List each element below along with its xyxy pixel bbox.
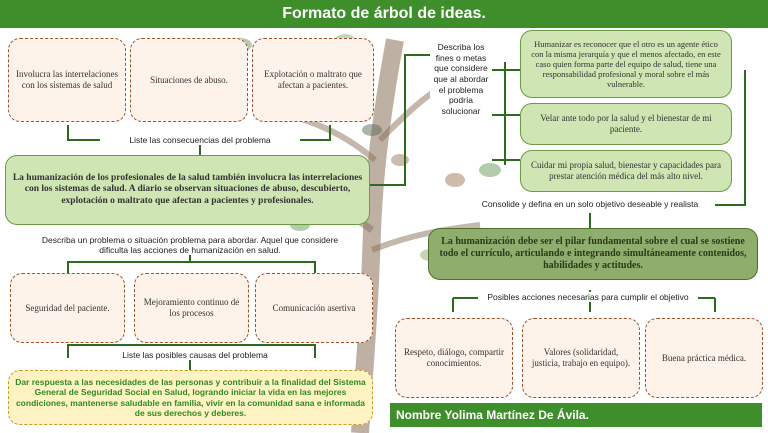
objective-box: La humanización debe ser el pilar fundam… bbox=[428, 228, 758, 280]
action-box-2: Valores (solidaridad, justicia, trabajo … bbox=[522, 318, 640, 398]
causes-description: Dar respuesta a las necesidades de las p… bbox=[8, 370, 373, 425]
action-box-3: Buena práctica médica. bbox=[645, 318, 763, 398]
consequence-box-2: Situaciones de abuso. bbox=[130, 38, 248, 122]
author-name: Nombre Yolima Martínez De Ávila. bbox=[390, 403, 762, 427]
actions-label: Posibles acciones necesarias para cumpli… bbox=[478, 292, 698, 302]
goal-box-1: Humanizar es reconocer que el otro es un… bbox=[520, 30, 732, 98]
page-title: Formato de árbol de ideas. bbox=[0, 0, 768, 28]
consequences-label: Liste las consecuencias del problema bbox=[100, 135, 300, 145]
cause-box-3: Comunicación asertiva bbox=[255, 273, 373, 343]
goals-label: Describa los fines o metas que considere… bbox=[430, 42, 492, 142]
goal-box-3: Cuidar mi propia salud, bienestar y capa… bbox=[520, 150, 732, 192]
problem-box: La humanización de los profesionales de … bbox=[5, 155, 370, 225]
objective-label: Consolide y defina en un solo objetivo d… bbox=[470, 199, 710, 209]
causes-label: Liste las posibles causas del problema bbox=[100, 350, 290, 360]
consequence-box-3: Explotación o maltrato que afectan a pac… bbox=[252, 38, 374, 122]
problem-label: Describa un problema o situación problem… bbox=[30, 235, 350, 255]
cause-box-2: Mejoramiento continuo de los procesos bbox=[134, 273, 249, 343]
consequence-box-1: Involucra las interrelaciones con los si… bbox=[8, 38, 126, 122]
cause-box-1: Seguridad del paciente. bbox=[10, 273, 125, 343]
goal-box-2: Velar ante todo por la salud y el bienes… bbox=[520, 103, 732, 145]
action-box-1: Respeto, diálogo, compartir conocimiento… bbox=[395, 318, 513, 398]
